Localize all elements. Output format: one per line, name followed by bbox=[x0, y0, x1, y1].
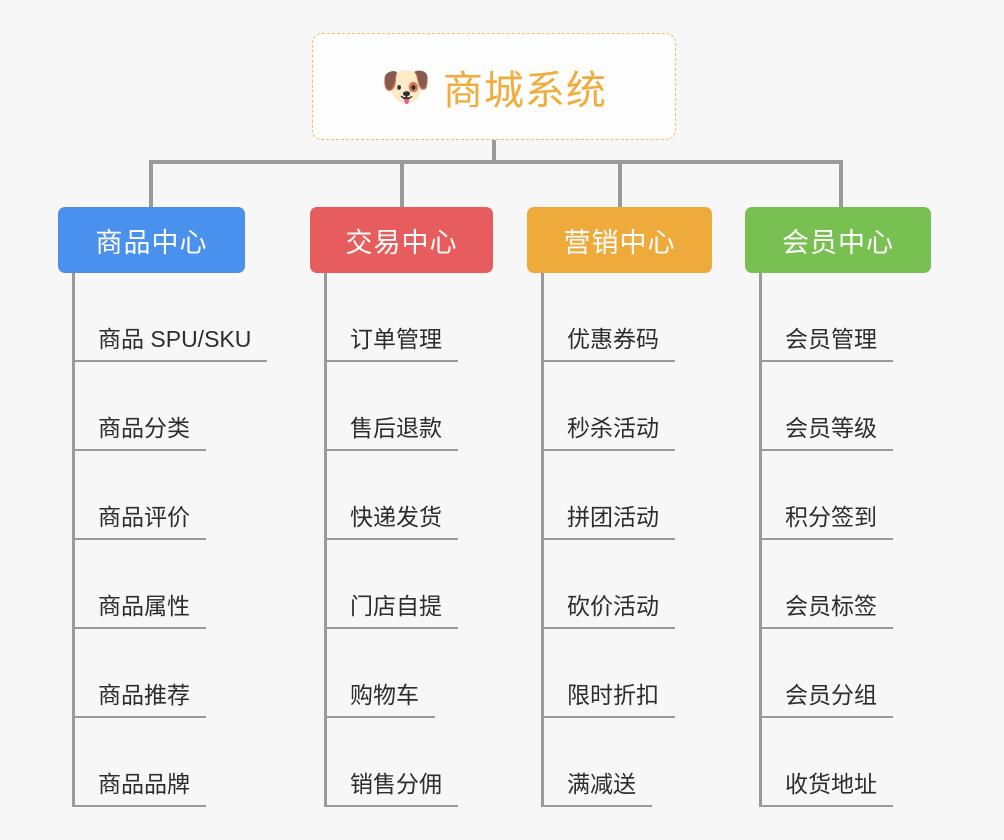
list-item[interactable]: 限时折扣 bbox=[541, 629, 675, 718]
list-item[interactable]: 砍价活动 bbox=[541, 540, 675, 629]
leaf-label: 积分签到 bbox=[759, 504, 893, 540]
list-item[interactable]: 秒杀活动 bbox=[541, 362, 675, 451]
root-title: 商城系统 bbox=[442, 68, 607, 113]
branch-label-1: 商品中心 bbox=[95, 227, 208, 258]
list-item[interactable]: 售后退款 bbox=[324, 362, 458, 451]
connector-drop-1 bbox=[149, 160, 153, 208]
leaf-label: 优惠券码 bbox=[541, 326, 675, 362]
leaf-label: 砍价活动 bbox=[541, 593, 675, 629]
connector-root-stem bbox=[492, 140, 496, 162]
connector-drop-3 bbox=[618, 160, 622, 208]
list-item[interactable]: 收货地址 bbox=[759, 718, 893, 807]
leaf-label: 订单管理 bbox=[324, 326, 458, 362]
branch-label-2: 交易中心 bbox=[345, 227, 458, 258]
list-item[interactable]: 商品评价 bbox=[72, 451, 267, 540]
leaf-label: 秒杀活动 bbox=[541, 415, 675, 451]
leaf-label: 拼团活动 bbox=[541, 504, 675, 540]
leaf-label: 会员分组 bbox=[759, 682, 893, 718]
list-item[interactable]: 门店自提 bbox=[324, 540, 458, 629]
leaf-label: 商品属性 bbox=[72, 593, 206, 629]
connector-horizontal-bus bbox=[149, 160, 843, 164]
root-node[interactable]: 🐶 商城系统 bbox=[312, 33, 676, 140]
branch-spine-1 bbox=[72, 273, 75, 807]
list-item[interactable]: 快递发货 bbox=[324, 451, 458, 540]
list-item[interactable]: 拼团活动 bbox=[541, 451, 675, 540]
branch-spine-3 bbox=[541, 273, 544, 807]
list-item[interactable]: 商品分类 bbox=[72, 362, 267, 451]
list-item[interactable]: 订单管理 bbox=[324, 273, 458, 362]
dog-face-icon: 🐶 bbox=[381, 64, 431, 109]
branch-spine-2 bbox=[324, 273, 327, 807]
list-item[interactable]: 商品品牌 bbox=[72, 718, 267, 807]
leaf-list-1: 商品 SPU/SKU 商品分类 商品评价 商品属性 商品推荐 商品品牌 bbox=[72, 273, 268, 807]
branch-header-2[interactable]: 交易中心 bbox=[310, 207, 493, 273]
list-item[interactable]: 优惠券码 bbox=[541, 273, 675, 362]
leaf-label: 购物车 bbox=[324, 682, 435, 718]
leaf-label: 满减送 bbox=[541, 771, 652, 807]
list-item[interactable]: 商品属性 bbox=[72, 540, 267, 629]
leaf-label: 快递发货 bbox=[324, 504, 458, 540]
branch-label-3: 营销中心 bbox=[563, 227, 676, 258]
branch-header-1[interactable]: 商品中心 bbox=[58, 207, 245, 273]
list-item[interactable]: 商品 SPU/SKU bbox=[72, 273, 268, 362]
leaf-label: 商品分类 bbox=[72, 415, 206, 451]
leaf-label: 商品品牌 bbox=[72, 771, 206, 807]
list-item[interactable]: 销售分佣 bbox=[324, 718, 458, 807]
leaf-label: 会员管理 bbox=[759, 326, 893, 362]
branch-spine-4 bbox=[759, 273, 762, 807]
leaf-label: 商品评价 bbox=[72, 504, 206, 540]
list-item[interactable]: 会员等级 bbox=[759, 362, 893, 451]
list-item[interactable]: 会员管理 bbox=[759, 273, 893, 362]
leaf-label: 会员标签 bbox=[759, 593, 893, 629]
list-item[interactable]: 满减送 bbox=[541, 718, 675, 807]
branch-header-3[interactable]: 营销中心 bbox=[527, 207, 712, 273]
leaf-label: 会员等级 bbox=[759, 415, 893, 451]
list-item[interactable]: 积分签到 bbox=[759, 451, 893, 540]
leaf-list-4: 会员管理 会员等级 积分签到 会员标签 会员分组 收货地址 bbox=[759, 273, 893, 807]
connector-drop-2 bbox=[400, 160, 404, 208]
leaf-label: 限时折扣 bbox=[541, 682, 675, 718]
branch-label-4: 会员中心 bbox=[782, 227, 894, 258]
leaf-label: 销售分佣 bbox=[324, 771, 458, 807]
list-item[interactable]: 会员标签 bbox=[759, 540, 893, 629]
leaf-label: 商品推荐 bbox=[72, 682, 206, 718]
leaf-label: 收货地址 bbox=[759, 771, 893, 807]
leaf-list-2: 订单管理 售后退款 快递发货 门店自提 购物车 销售分佣 bbox=[324, 273, 458, 807]
connector-drop-4 bbox=[839, 160, 843, 208]
leaf-label: 商品 SPU/SKU bbox=[72, 326, 268, 362]
list-item[interactable]: 商品推荐 bbox=[72, 629, 267, 718]
branch-header-4[interactable]: 会员中心 bbox=[745, 207, 931, 273]
list-item[interactable]: 会员分组 bbox=[759, 629, 893, 718]
list-item[interactable]: 购物车 bbox=[324, 629, 458, 718]
leaf-list-3: 优惠券码 秒杀活动 拼团活动 砍价活动 限时折扣 满减送 bbox=[541, 273, 675, 807]
leaf-label: 门店自提 bbox=[324, 593, 458, 629]
leaf-label: 售后退款 bbox=[324, 415, 458, 451]
